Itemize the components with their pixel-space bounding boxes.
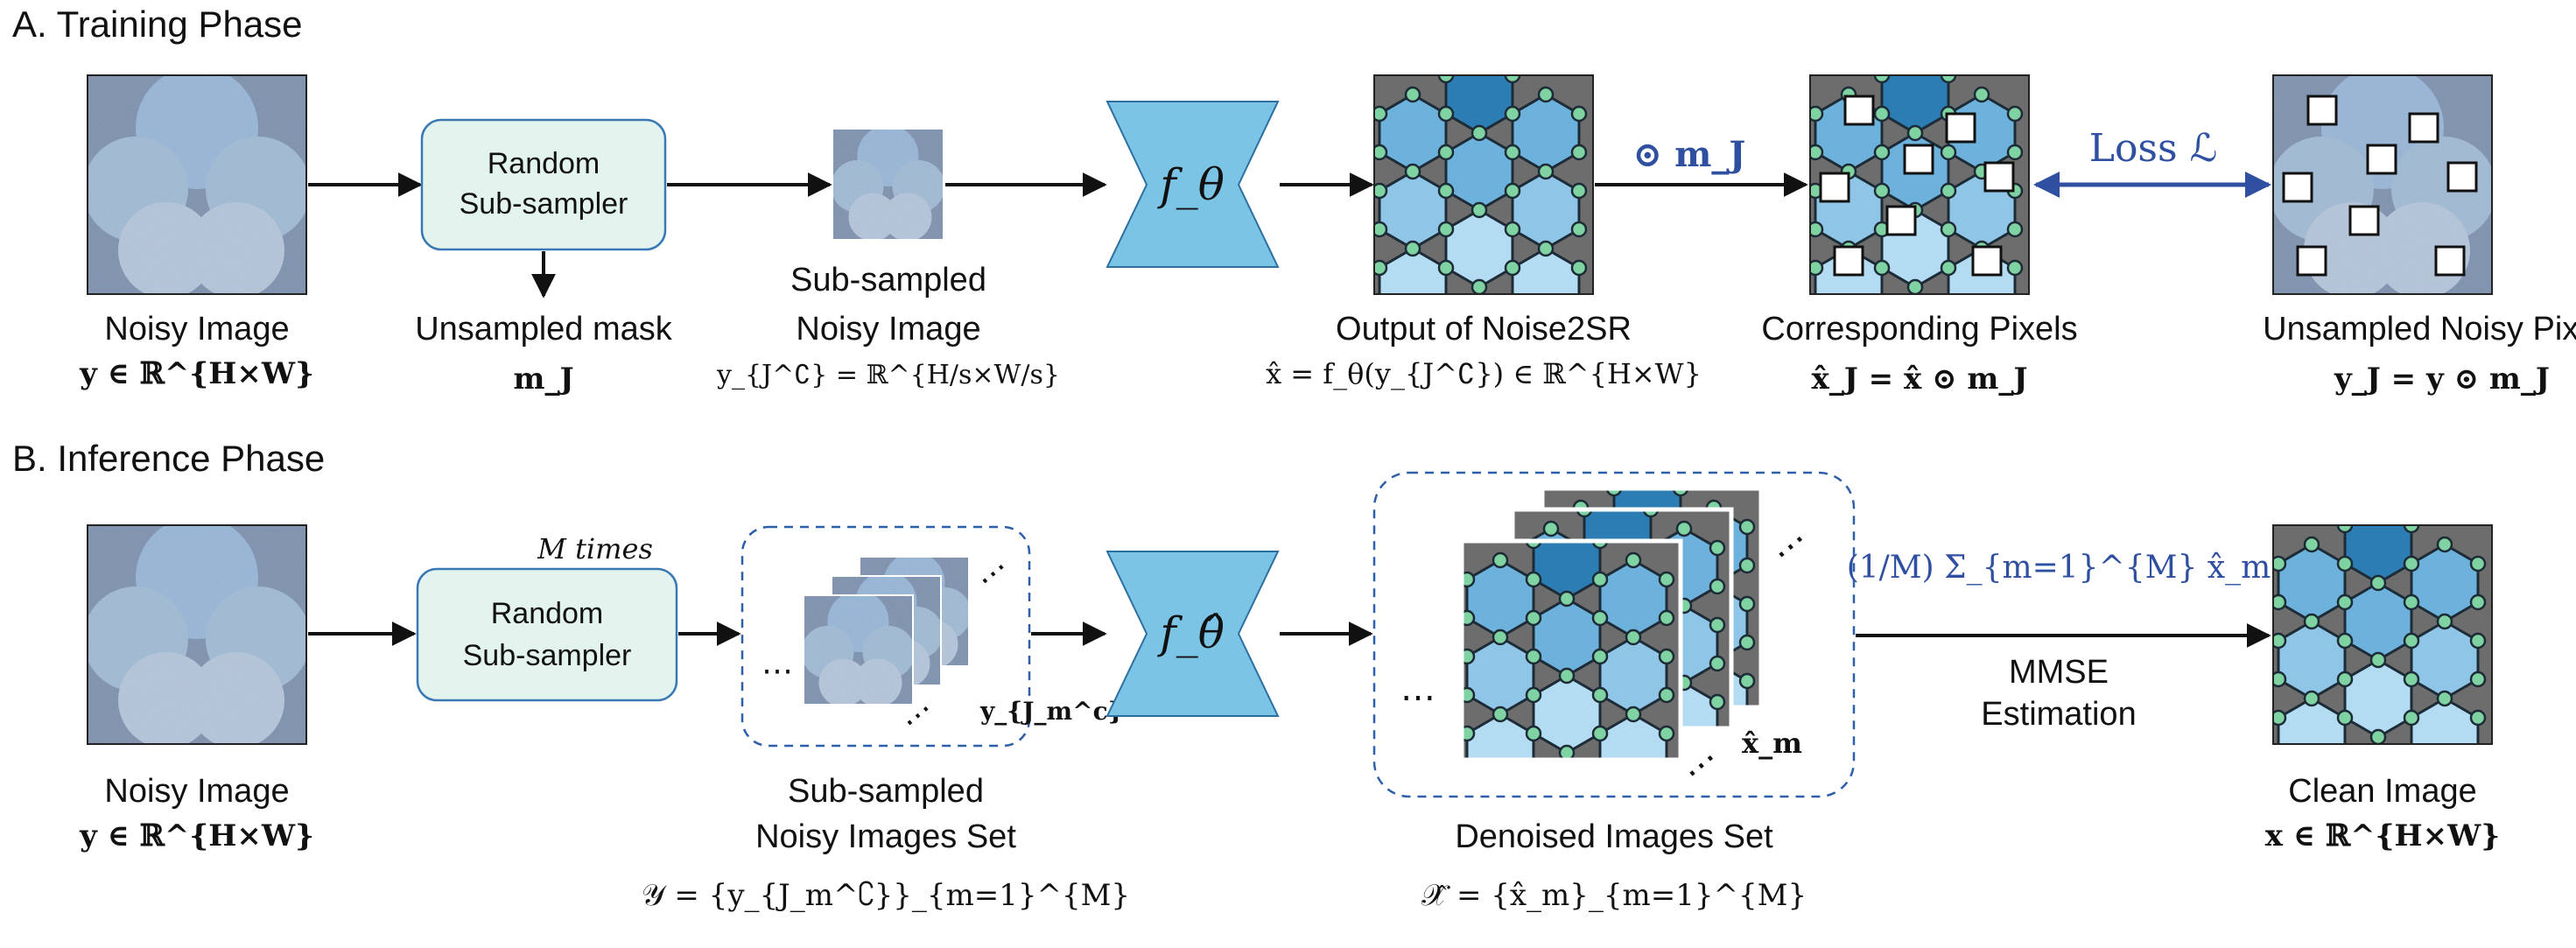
subsampled-set-formula: 𝒴 = {y_{J_m^∁}}_{m=1}^{M}: [642, 878, 1130, 913]
inference-sampler-line1: Random: [491, 597, 604, 630]
denoised-stack: [1459, 486, 1764, 762]
mmse-line2: Estimation: [1981, 696, 2136, 733]
training-noisy-caption: Noisy Image: [104, 311, 289, 348]
subsampled-dots-left: ⋯: [762, 653, 793, 689]
inference-network-shape: [1106, 551, 1280, 717]
training-output-formula: x̂ = f_θ(y_{J^∁}) ∈ ℝ^{H×W}: [1266, 357, 1702, 390]
subsampled-dots-top: ⋯: [969, 550, 1016, 598]
training-output-image: [1373, 74, 1594, 295]
denoised-dots-top: ⋯: [1764, 520, 1816, 573]
corresponding-caption: Corresponding Pixels: [1761, 311, 2077, 348]
denoised-dots-left: ⋯: [1400, 678, 1435, 718]
subsampled-stack: [803, 556, 970, 706]
denoised-item-label: x̂_m: [1742, 727, 1802, 760]
subsampled-item-label: y_{J_m^c}: [979, 697, 1124, 726]
mask-op-label: ⊙ m_J: [1633, 134, 1746, 175]
mmse-formula: (1/M) Σ_{m=1}^{M} x̂_m: [1847, 550, 2271, 586]
clean-image: [2272, 524, 2493, 745]
training-sampler-box: [420, 118, 667, 251]
unsampled-mask-formula: m_J: [513, 362, 573, 397]
training-network-shape: [1106, 101, 1280, 268]
training-output-caption: Output of Noise2SR: [1336, 311, 1632, 348]
training-sampler-line2: Sub-sampler: [460, 187, 628, 221]
inference-sampler-line2: Sub-sampler: [463, 639, 632, 672]
corresponding-pixels-image: [1809, 74, 2030, 295]
training-subsampled-caption2: Noisy Image: [796, 311, 980, 348]
training-network-label: f_θ: [1156, 159, 1225, 210]
inference-noisy-caption: Noisy Image: [104, 773, 289, 810]
training-noisy-image: [87, 74, 307, 295]
corresponding-formula: x̂_J = x̂ ⊙ m_J: [1811, 362, 2027, 397]
training-noisy-formula: y ∈ ℝ^{H×W}: [79, 356, 314, 391]
loss-label: Loss ℒ: [2089, 126, 2218, 171]
denoised-set-caption: Denoised Images Set: [1455, 818, 1773, 855]
clean-formula: x ∈ ℝ^{H×W}: [2265, 818, 2500, 853]
unsampled-mask-caption: Unsampled mask: [415, 311, 673, 348]
training-subsampled-formula: y_{J^∁} = ℝ^{H/s×W/s}: [716, 360, 1060, 390]
denoised-set-box: [1372, 471, 1856, 798]
inference-sampler-box: [416, 567, 678, 702]
repeat-label: M times: [537, 532, 653, 565]
inference-phase-title: B. Inference Phase: [12, 438, 325, 479]
inference-noisy-formula: y ∈ ℝ^{H×W}: [79, 818, 314, 853]
training-sampler-line1: Random: [488, 147, 600, 180]
inference-network-label: f_θ̂: [1156, 607, 1225, 658]
training-subsampled-caption1: Sub-sampled: [790, 262, 986, 298]
denoised-set-formula: 𝒳̂ = {x̂_m}_{m=1}^{M}: [1421, 878, 1807, 913]
training-subsampled-image: [832, 125, 945, 242]
unsampled-noisy-pixels-image: [2272, 74, 2493, 295]
unsampled-pixels-formula: y_J = y ⊙ m_J: [2334, 362, 2550, 397]
clean-caption: Clean Image: [2288, 773, 2476, 810]
subsampled-set-caption1: Sub-sampled: [788, 773, 984, 810]
training-phase-title: A. Training Phase: [12, 4, 303, 45]
subsampled-set-box: [741, 525, 1031, 748]
mmse-line1: MMSE: [2009, 654, 2109, 691]
inference-noisy-image: [87, 524, 307, 745]
subsampled-set-caption2: Noisy Images Set: [755, 818, 1016, 855]
unsampled-pixels-caption: Unsampled Noisy Pixels: [2263, 311, 2576, 348]
